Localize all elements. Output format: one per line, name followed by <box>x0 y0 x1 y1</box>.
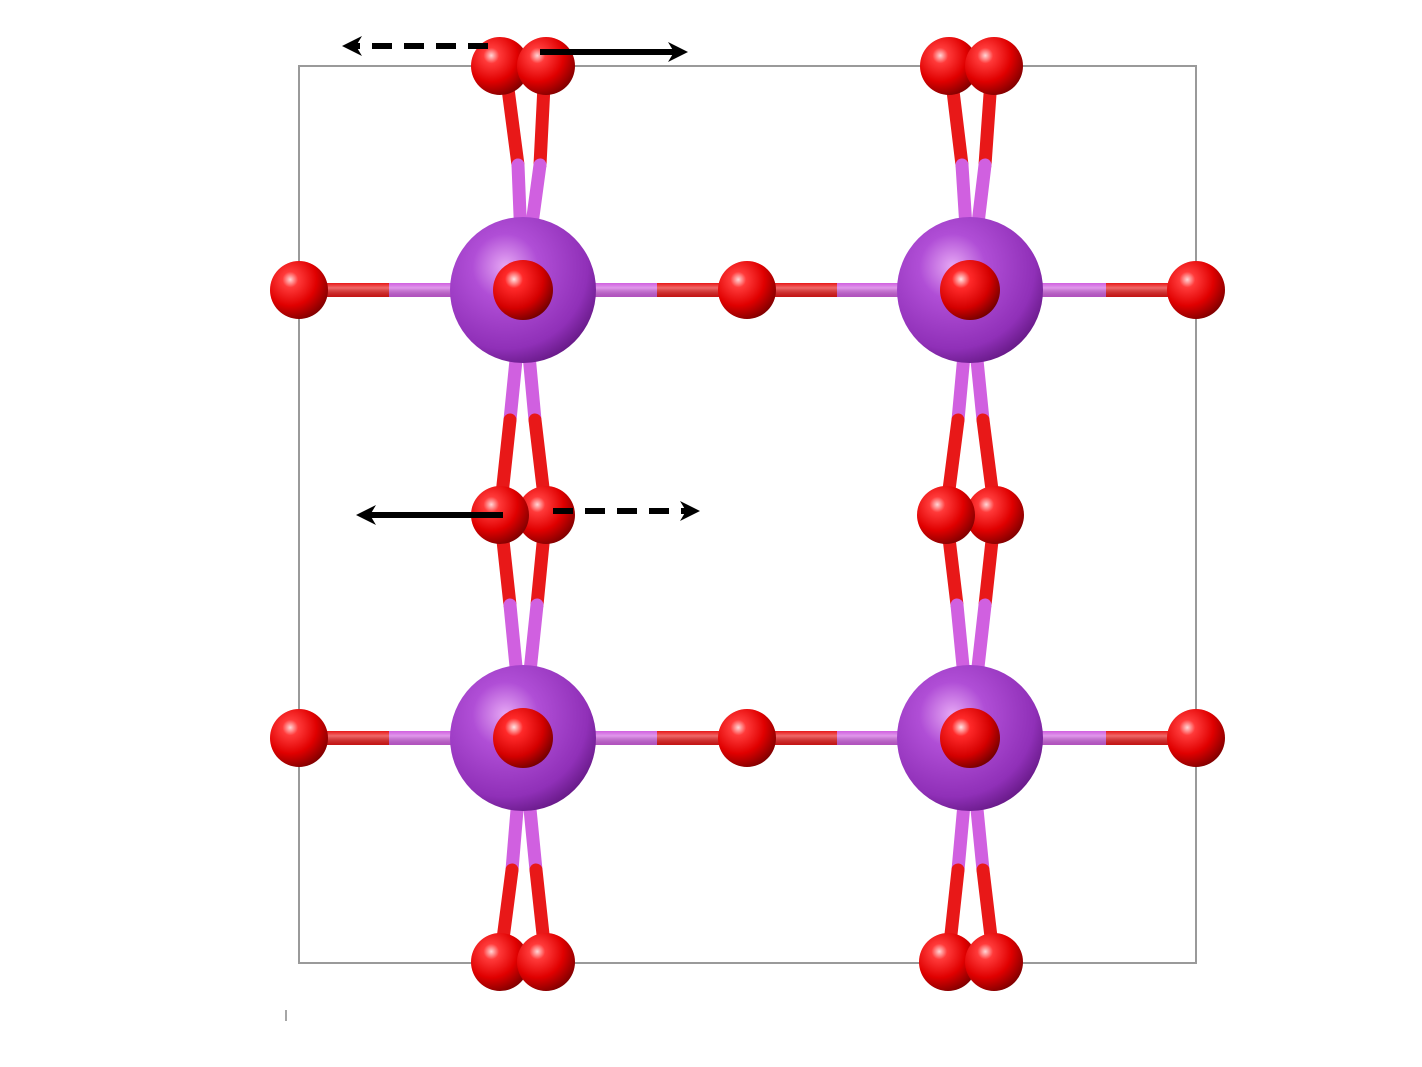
oxygen-atom <box>966 486 1024 544</box>
displacement-arrows <box>342 36 700 525</box>
oxygen-atom <box>920 37 978 95</box>
oxygen-atom <box>471 933 529 991</box>
oxygen-atom <box>940 708 1000 768</box>
oxygen-atom <box>517 37 575 95</box>
oxygen-atom <box>517 486 575 544</box>
oxygen-atom <box>917 486 975 544</box>
oxygen-atom <box>965 933 1023 991</box>
oxygen-atom <box>270 709 328 767</box>
oxygen-atom <box>1167 261 1225 319</box>
unit-cell-boundary <box>298 65 1197 964</box>
oxygen-atom <box>718 709 776 767</box>
oxygen-atom <box>270 261 328 319</box>
oxygen-atom <box>919 933 977 991</box>
oxygen-atom <box>517 933 575 991</box>
oxygen-atom <box>493 708 553 768</box>
metal-atoms <box>450 217 1043 811</box>
oxygen-atoms <box>270 37 1225 991</box>
oxygen-atom <box>940 260 1000 320</box>
oxygen-atom <box>471 37 529 95</box>
oxygen-atom <box>493 260 553 320</box>
oxygen-atom <box>718 261 776 319</box>
oxygen-atom <box>1167 709 1225 767</box>
oxygen-atom <box>965 37 1023 95</box>
